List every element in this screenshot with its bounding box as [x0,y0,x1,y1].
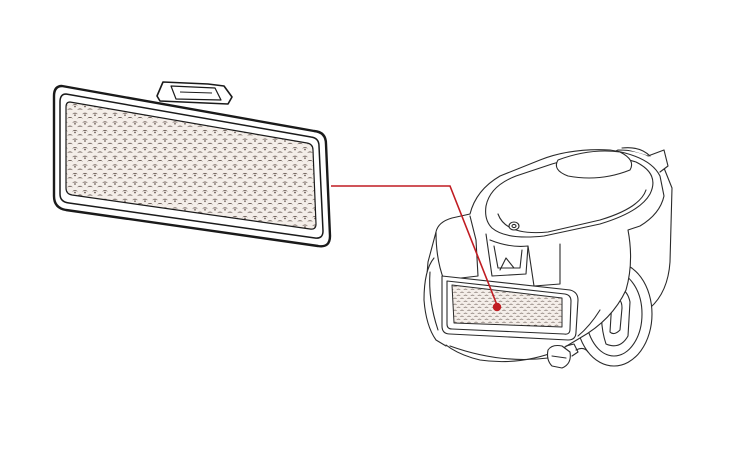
callout-line [331,185,502,312]
filter-slot-mesh [451,284,563,328]
vacuum-cleaner-icon [423,147,673,369]
filter-pull-tab [156,81,233,105]
filter-mesh [65,101,317,230]
callout-dot [492,302,502,312]
filter-icon [52,81,332,248]
